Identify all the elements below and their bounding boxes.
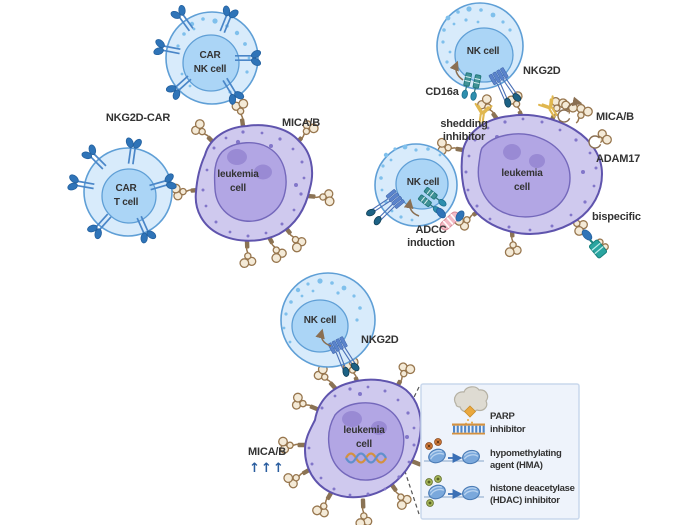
leukemia-cell-label-line2: cell	[514, 182, 530, 193]
car-t-nucleus	[101, 168, 157, 224]
micab-ligand	[355, 498, 372, 525]
nkg2d-label: NKG2D	[361, 334, 399, 346]
legend-item-hma: hypomethylating agent (HMA)	[424, 438, 562, 471]
cytoplasm-granules	[464, 117, 598, 232]
bispecific-effector-domain	[588, 238, 609, 259]
acetyl-mark-icon	[425, 478, 433, 486]
car-t-label-line2: T cell	[114, 197, 139, 208]
adam17-label: ADAM17	[596, 153, 640, 165]
dna-strand-icon	[452, 423, 485, 435]
antibody-domain	[455, 210, 465, 222]
adcc-label-line2: induction	[407, 237, 455, 249]
leukemia-cell-1: leukemia cell	[171, 99, 335, 268]
leukemia-cell-2: leukemia cell	[436, 91, 613, 257]
car-t-cell: CAR T cell	[65, 135, 180, 247]
nk-cell-top: NK cell	[436, 2, 524, 110]
cytoplasm-granules	[307, 385, 416, 497]
leukemia-cell-label-line1: leukemia	[217, 169, 259, 180]
activation-arrow	[449, 60, 464, 81]
parp-enzyme-icon	[453, 386, 489, 413]
adam17-protease	[588, 135, 602, 149]
leukemia-nucleus	[477, 133, 571, 218]
hdac-label-line1: histone deacetylase	[490, 483, 575, 494]
car-t-label-line1: CAR	[115, 183, 137, 194]
dna-helix	[344, 452, 388, 464]
adcc-antibody-construct	[436, 207, 465, 231]
micab-label: MICA/B	[596, 111, 634, 123]
methyl-mark-icon	[434, 438, 442, 446]
cytoplasm-granules	[379, 144, 442, 222]
cytoplasm-granules	[176, 17, 251, 94]
nucleolus	[371, 421, 387, 435]
bispecific-construct	[581, 229, 609, 259]
nk-cell-label: NK cell	[467, 46, 500, 57]
cytoplasm-granules	[282, 278, 362, 344]
nkg2d-label: NKG2D	[523, 65, 561, 77]
activation-arrow	[403, 198, 420, 217]
legend-box	[420, 383, 580, 520]
micab-ligand	[239, 238, 256, 267]
nucleolus	[529, 154, 545, 168]
nkg2d-car-label: NKG2D-CAR	[106, 112, 170, 124]
parp-label-line1: PARP	[490, 411, 515, 422]
car-nk-label-line1: CAR	[199, 50, 221, 61]
hma-label-line2: agent (HMA)	[490, 460, 543, 471]
parp-label-line2: inhibitor	[490, 424, 526, 435]
cd16a-label: CD16a	[425, 86, 459, 98]
nucleolus	[254, 164, 272, 180]
car-nk-nucleus	[182, 34, 240, 92]
legend: PARP inhibitor hypomethylating agent (HM…	[420, 383, 580, 520]
antibody-domain	[436, 207, 446, 219]
adcc-label-line1: ADCC	[416, 224, 447, 236]
nucleolus	[342, 411, 362, 427]
acetyl-mark-icon	[426, 499, 434, 507]
leukemia-cell-label-line1: leukemia	[501, 168, 543, 179]
cytoplasm-granules	[441, 6, 512, 64]
nucleolus	[503, 144, 521, 160]
leukemia-cell-label-line1: leukemia	[343, 425, 385, 436]
acetyl-mark-icon	[434, 475, 442, 483]
nk-nucleus	[291, 299, 349, 353]
nk-cell-label: NK cell	[304, 315, 337, 326]
hma-label-line1: hypomethylating	[490, 448, 562, 459]
leukemia-nucleus	[213, 142, 287, 222]
car-nk-cell: CAR NK cell	[150, 1, 263, 108]
micab-label: MICA/B	[248, 446, 286, 458]
methyl-mark-icon	[425, 442, 433, 450]
shedding-inhibitor-label-line2: inhibitor	[443, 131, 486, 143]
nk-nucleus	[454, 27, 514, 83]
bispecific-domain	[581, 229, 593, 241]
panel-car-therapy: leukemia cell CAR NK cell NKG2D-CAR MICA…	[65, 1, 335, 268]
parp-inhibitor-icon	[463, 405, 477, 418]
panel-antibody-therapy: leukemia cell NK cell NKG2D CD16a	[363, 2, 641, 259]
adam17-protease	[557, 109, 571, 123]
leukemia-cell-label-line2: cell	[356, 439, 372, 450]
micab-upregulation-arrows: ↑↑↑	[249, 461, 285, 476]
leukemia-cell-3: leukemia cell	[279, 357, 448, 525]
legend-item-hdac: histone deacetylase (HDAC) inhibitor	[424, 475, 575, 507]
bispecific-label: bispecific	[592, 211, 641, 223]
car-nk-label-line2: NK cell	[194, 64, 227, 75]
nucleolus	[227, 149, 247, 165]
hdac-label-line2: (HDAC) inhibitor	[490, 495, 560, 506]
leukemia-cell-label-line2: cell	[230, 183, 246, 194]
shedding-inhibitor-label-line1: shedding	[440, 118, 487, 130]
nk-cell-label: NK cell	[407, 177, 440, 188]
legend-item-parp: PARP inhibitor	[452, 386, 526, 435]
nk-cell-bottom: NK cell	[280, 272, 376, 380]
cytoplasm-granules	[201, 130, 306, 238]
shedding-arrow	[565, 96, 583, 112]
micab-label: MICA/B	[282, 117, 320, 129]
nk-cell-left: NK cell	[363, 143, 458, 228]
panel-epigenetic-therapy: leukemia cell NK cell NKG2D MICA/B ↑↑↑	[248, 272, 580, 525]
activation-arrow	[315, 328, 332, 347]
